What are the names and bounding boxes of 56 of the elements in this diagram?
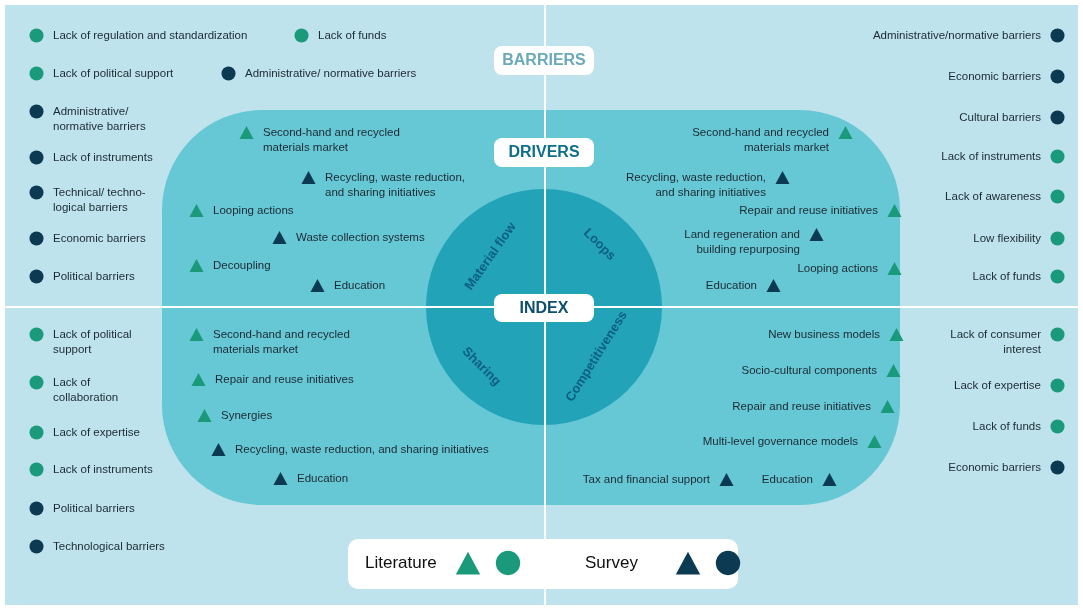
item-text: Political barriers xyxy=(53,501,135,516)
item-text: Lack of political support xyxy=(53,66,174,81)
item-text: Recycling, waste reduction, and sharing initiatives xyxy=(235,442,489,457)
legend-text: Survey xyxy=(585,552,638,574)
item-text: Technological barriers xyxy=(53,539,165,554)
item-text: Economic barriers xyxy=(53,231,146,246)
item-text: Lack of expertise xyxy=(954,378,1041,393)
item-text: Second-hand and recycled materials market xyxy=(691,125,829,155)
item-text: Decoupling xyxy=(213,258,271,273)
item-text: Land regeneration and building repurposing xyxy=(683,227,800,257)
item-text: Lack of instruments xyxy=(941,149,1041,164)
item-text: Repair and reuse initiatives xyxy=(215,372,354,387)
item-text: Education xyxy=(761,472,813,487)
item-text: Synergies xyxy=(221,408,273,423)
item-text: Recycling, waste reduction, and sharing initiatives xyxy=(325,170,466,200)
item-text: Repair and reuse initiatives xyxy=(732,399,871,414)
item-text: Lack of instruments xyxy=(53,150,153,165)
item-text: Repair and reuse initiatives xyxy=(739,203,878,218)
item-text: Recycling, waste reduction, and sharing initiatives xyxy=(625,170,766,200)
item-text: Tax and financial support xyxy=(582,472,710,487)
section-title: DRIVERS xyxy=(494,138,594,167)
item-text: Education xyxy=(334,278,386,293)
item-text: Looping actions xyxy=(213,203,294,218)
item-text: Looping actions xyxy=(797,261,878,276)
item-text: Multi-level governance models xyxy=(702,434,858,449)
item-text: Technical/ techno-logical barriers xyxy=(53,185,147,215)
item-text: Economic barriers xyxy=(948,460,1041,475)
item-text: Lack of funds xyxy=(972,269,1041,284)
item-text: Cultural barriers xyxy=(959,110,1041,125)
item-text: Lack of awareness xyxy=(945,189,1041,204)
item-text: Second-hand and recycled materials market xyxy=(213,327,351,357)
item-text: Education xyxy=(297,471,349,486)
background-panel xyxy=(5,5,1078,605)
item-text: Education xyxy=(705,278,757,293)
item-text: Socio-cultural components xyxy=(741,363,877,378)
item-text: Lack of funds xyxy=(972,419,1041,434)
item-text: Administrative/normative barriers xyxy=(872,28,1041,43)
item-text: Lack of instruments xyxy=(53,462,153,477)
item-text: Political barriers xyxy=(53,269,135,284)
item-text: Lack of expertise xyxy=(53,425,140,440)
item-text: Lack of political support xyxy=(53,327,133,357)
item-text: Second-hand and recycled materials market xyxy=(263,125,401,155)
section-title: BARRIERS xyxy=(494,46,594,75)
item-text: Lack of regulation and standardization xyxy=(53,28,248,43)
section-title: INDEX xyxy=(494,294,594,322)
item-text: Lack of consumer interest xyxy=(949,327,1041,357)
rounded-band xyxy=(162,110,900,505)
legend-text: Literature xyxy=(365,552,437,574)
item-text: Lack of funds xyxy=(318,28,387,43)
item-text: Low flexibility xyxy=(973,231,1041,246)
item-text: Economic barriers xyxy=(948,69,1041,84)
item-text: Lack of collaboration xyxy=(53,375,120,405)
item-text: Administrative/ normative barriers xyxy=(53,104,147,134)
item-text: Administrative/ normative barriers xyxy=(245,66,417,81)
item-text: Waste collection systems xyxy=(296,230,425,245)
item-text: New business models xyxy=(768,327,880,342)
